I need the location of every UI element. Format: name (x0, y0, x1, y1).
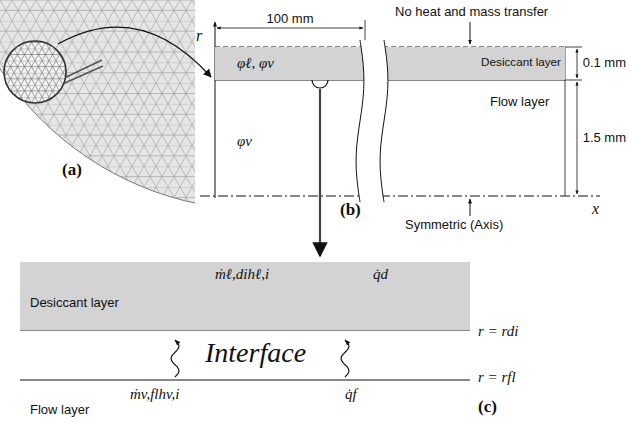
extension-line (565, 80, 582, 81)
zoom-arrow (58, 27, 211, 77)
radius-label: r = rfl (478, 368, 516, 386)
break-line (356, 40, 364, 202)
layer-label: Flow layer (490, 94, 549, 110)
boundary-note: No heat and mass transfer (395, 4, 548, 20)
flux-label: q̇f (345, 385, 357, 403)
desiccant-layer: Desiccant layer ṁℓ,dihℓ,i q̇d (20, 262, 470, 330)
detail-arrow (319, 89, 321, 256)
break-line (380, 40, 388, 202)
magnifier (0, 38, 103, 108)
break-gap (356, 40, 388, 202)
thickness-dimension (577, 49, 578, 78)
variable-label: φv (237, 132, 252, 150)
flux-label: ṁv,flhv,i (130, 385, 179, 403)
flux-arrow (341, 340, 349, 377)
flow-surface-line (20, 380, 470, 381)
panel-label: (c) (478, 397, 497, 417)
layer-label: Desiccant layer (30, 295, 119, 311)
boundary-note: Symmetric (Axis) (405, 217, 503, 233)
flux-arrow (171, 340, 179, 377)
variable-label: φℓ, φv (237, 54, 274, 72)
desiccant-layer: φℓ, φv Desiccant layer (215, 47, 565, 80)
panel-label: (a) (62, 160, 82, 180)
flux-label: ṁℓ,dihℓ,i (215, 265, 269, 283)
interface-label: Interface (205, 336, 306, 370)
length-dimension (217, 28, 363, 29)
symmetry-axis (200, 196, 600, 197)
layer-label: Desiccant layer (481, 55, 561, 69)
flux-label: q̇d (373, 265, 388, 283)
pointer-arrow (470, 22, 471, 44)
dimension: 100 mm (267, 11, 314, 27)
dimension: 0.1 mm (583, 55, 626, 71)
extension-line (565, 47, 582, 48)
thickness-dimension (577, 82, 578, 194)
flow-layer: φv Flow layer (215, 80, 565, 196)
layer-label: Flow layer (30, 402, 89, 418)
panel-label: (b) (340, 200, 361, 220)
dimension: 1.5 mm (583, 130, 626, 146)
axis-label: r (196, 26, 202, 45)
pointer-arrow (470, 199, 471, 216)
radius-label: r = rdi (478, 322, 518, 340)
sphere-surface (0, 0, 195, 210)
axis-label: x (592, 199, 599, 218)
